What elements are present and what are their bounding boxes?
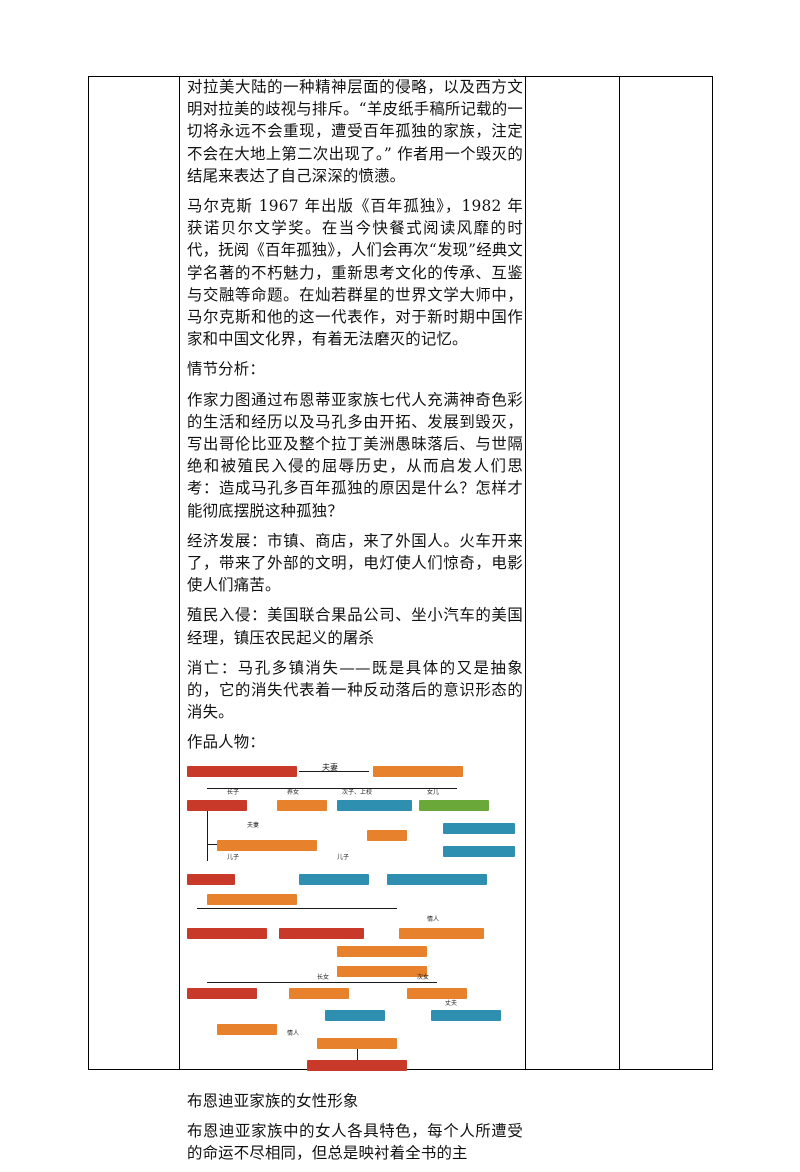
tree-node	[307, 1059, 407, 1071]
tree-node	[337, 965, 427, 977]
tree-node	[277, 799, 327, 811]
family-tree-figure: 夫妻 长子 养女 次子、上校 女儿 夫妻 儿子 儿子	[187, 762, 523, 1082]
tree-node	[187, 987, 257, 999]
paragraph: 对拉美大陆的一种精神层面的侵略，以及西方文明对拉美的歧视与排斥。“羊皮纸手稿所记…	[187, 78, 523, 185]
tree-node	[373, 765, 463, 777]
tree-line	[207, 981, 437, 983]
tree-node	[407, 987, 467, 999]
tree-label: 儿子	[227, 853, 240, 861]
tree-node	[387, 873, 487, 885]
tree-node	[187, 765, 297, 777]
tree-node	[279, 927, 364, 939]
table-border-top	[88, 76, 713, 77]
table-border-col2	[179, 76, 180, 1070]
table-border-col4	[619, 76, 620, 1070]
tree-node	[337, 799, 412, 811]
tree-label: 情人	[427, 915, 440, 923]
tree-line	[357, 1048, 358, 1060]
paragraph: 作家力图通过布恩蒂亚家族七代人充满神奇色彩的生活和经历以及马孔多由开拓、发展到毁…	[187, 390, 523, 520]
tree-node	[443, 822, 515, 834]
paragraph: 布恩迪亚家族的女性形象	[187, 1091, 359, 1110]
tree-node	[317, 1037, 397, 1049]
tree-node	[431, 1009, 501, 1021]
tree-label: 养女	[287, 788, 300, 796]
tree-node	[419, 799, 489, 811]
table-border-left	[88, 76, 89, 1070]
tree-node	[367, 829, 407, 841]
tree-line	[207, 810, 208, 861]
tree-node	[443, 845, 515, 857]
tree-label: 情人	[287, 1029, 300, 1037]
paragraph: 殖民入侵：美国联合果品公司、坐小汽车的美国经理，镇压农民起义的屠杀	[187, 606, 523, 647]
tree-node	[299, 873, 369, 885]
document-page: 对拉美大陆的一种精神层面的侵略，以及西方文明对拉美的歧视与排斥。“羊皮纸手稿所记…	[88, 76, 713, 1162]
tree-label: 夫妻	[247, 821, 260, 829]
tree-node	[289, 987, 349, 999]
paragraph: 经济发展：市镇、商店，来了外国人。火车开来了，带来了外部的文明，电灯使人们惊奇，…	[187, 531, 523, 595]
tree-node	[337, 945, 427, 957]
tree-node	[187, 927, 267, 939]
tree-line	[197, 907, 397, 909]
table-border-right	[712, 76, 713, 1070]
tree-label-couple: 夫妻	[322, 762, 338, 772]
tree-label: 丈夫	[445, 999, 458, 1007]
main-text-column: 对拉美大陆的一种精神层面的侵略，以及西方文明对拉美的歧视与排斥。“羊皮纸手稿所记…	[187, 76, 523, 1172]
tree-node	[399, 927, 484, 939]
tree-label: 儿子	[337, 853, 350, 861]
tree-line	[207, 787, 457, 789]
paragraph: 消亡：马孔多镇消失——既是具体的又是抽象的，它的消失代表着一种反动落后的意识形态…	[187, 658, 523, 722]
section-heading: 情节分析：	[187, 360, 265, 379]
table-border-col3	[525, 76, 526, 1070]
tree-label: 女儿	[427, 788, 440, 796]
tree-label: 长子	[227, 788, 240, 796]
tree-node	[187, 799, 247, 811]
tree-label: 次女	[417, 973, 430, 981]
paragraph: 马尔克斯 1967 年出版《百年孤独》，1982 年获诺贝尔文学奖。在当今快餐式…	[187, 197, 523, 349]
section-heading: 作品人物：	[187, 733, 265, 752]
tree-node	[217, 839, 317, 851]
tree-line	[299, 770, 369, 772]
tree-node	[217, 1023, 277, 1035]
tree-label: 长女	[317, 973, 330, 981]
tree-label: 次子、上校	[342, 788, 373, 796]
tree-node	[325, 1009, 385, 1021]
paragraph: 布恩迪亚家族中的女人各具特色，每个人所遭受的命运不尽相同，但总是映衬着全书的主	[187, 1121, 523, 1163]
tree-node	[187, 873, 235, 885]
tree-node	[207, 893, 297, 905]
